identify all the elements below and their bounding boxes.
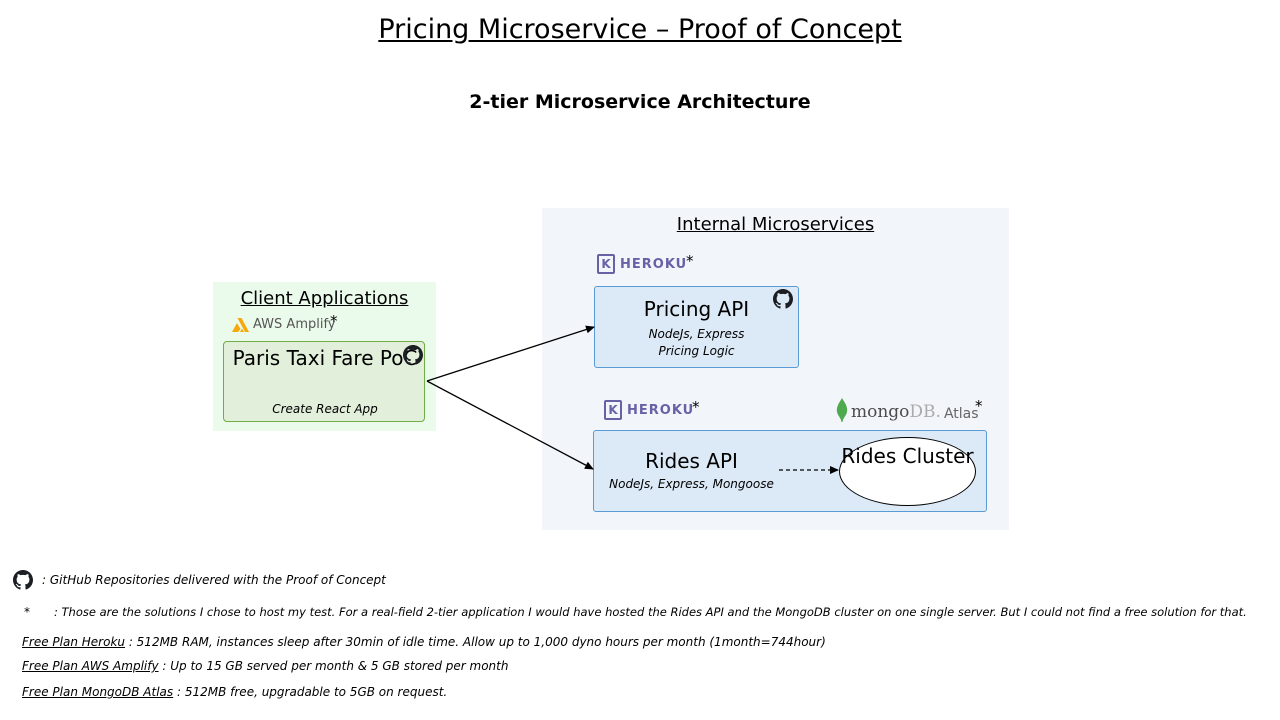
mongodb-leaf-icon <box>836 398 848 422</box>
plan-label: Free Plan Heroku <box>22 635 125 649</box>
plan-text: : Up to 15 GB served per month & 5 GB st… <box>158 659 509 673</box>
heroku-footnote-star: * <box>686 252 694 270</box>
heroku-logo: K HEROKU <box>597 254 687 274</box>
pricing-api-tech-line: Pricing Logic <box>658 344 735 358</box>
plan-note: Free Plan MongoDB Atlas : 512MB free, up… <box>22 685 447 699</box>
github-icon <box>13 570 33 590</box>
heroku-footnote-star: * <box>692 398 700 416</box>
heroku-label: HEROKU <box>627 402 695 418</box>
internal-microservices-heading: Internal Microservices <box>676 214 875 235</box>
footnote-text: : Those are the solutions I chose to hos… <box>54 605 1247 619</box>
heroku-icon: K <box>597 254 615 274</box>
github-icon[interactable] <box>403 345 423 365</box>
client-app-tech: Create React App <box>272 402 378 416</box>
client-app-box <box>223 341 425 422</box>
client-app-title: Paris Taxi Fare PoC <box>232 346 418 370</box>
legend-github-text: : GitHub Repositories delivered with the… <box>42 573 386 587</box>
plan-text: : 512MB free, upgradable to 5GB on reque… <box>173 685 448 699</box>
github-icon[interactable] <box>773 289 793 309</box>
mongodb-wordmark: mongo <box>851 402 910 422</box>
plan-note: Free Plan AWS Amplify : Up to 15 GB serv… <box>22 659 508 673</box>
heroku-logo: K HEROKU <box>604 400 694 420</box>
aws-amplify-label: AWS Amplify <box>253 317 336 332</box>
rides-api-tech: NodeJs, Express, Mongoose <box>609 477 774 491</box>
aws-amplify-logo: AWS Amplify <box>232 317 336 332</box>
plan-text: : 512MB RAM, instances sleep after 30min… <box>125 635 826 649</box>
page-subtitle: 2-tier Microservice Architecture <box>469 91 811 113</box>
footnote-marker: * <box>24 605 30 619</box>
plan-label: Free Plan MongoDB Atlas <box>22 685 174 699</box>
heroku-label: HEROKU <box>620 256 688 272</box>
rides-cluster-label: Rides Cluster <box>841 444 974 468</box>
aws-amplify-footnote-star: * <box>330 312 338 330</box>
pricing-api-tech: NodeJs, Express Pricing Logic <box>594 326 799 360</box>
rides-cluster-node <box>839 437 976 506</box>
mongodb-footnote-star: * <box>975 397 983 415</box>
rides-api-title: Rides API <box>645 449 738 473</box>
heroku-icon: K <box>604 400 622 420</box>
mongodb-wordmark-db: DB. <box>909 402 941 422</box>
aws-amplify-icon <box>232 317 249 332</box>
pricing-api-title: Pricing API <box>643 297 750 321</box>
pricing-api-tech-line: NodeJs, Express <box>648 327 745 341</box>
page-title: Pricing Microservice – Proof of Concept <box>378 14 902 45</box>
plan-label: Free Plan AWS Amplify <box>22 659 159 673</box>
plan-note: Free Plan Heroku : 512MB RAM, instances … <box>22 635 826 649</box>
mongodb-atlas-label: Atlas <box>943 406 979 422</box>
client-applications-heading: Client Applications <box>240 288 409 309</box>
pricing-api-box <box>594 286 799 368</box>
